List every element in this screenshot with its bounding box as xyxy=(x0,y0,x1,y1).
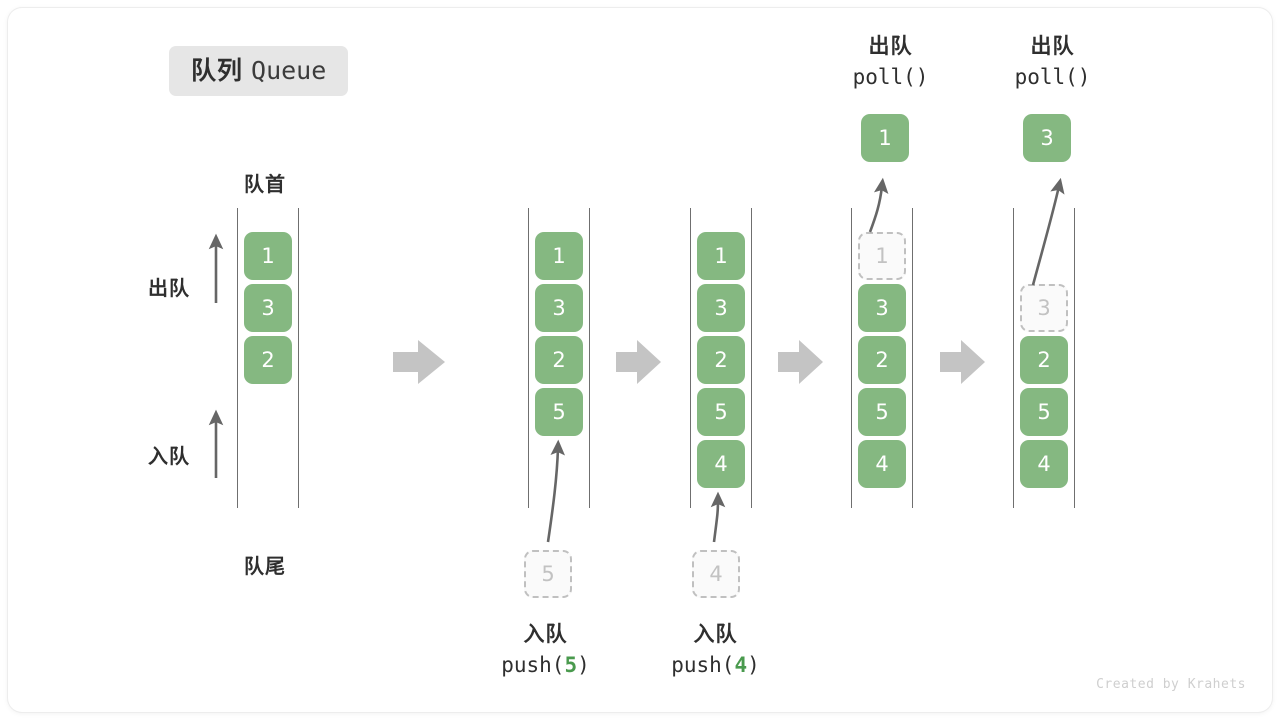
enqueue-direction-label: 入队 xyxy=(148,446,190,468)
removed-ghost-cell: 3 xyxy=(1020,284,1068,332)
poll-3-code-suffix: ) xyxy=(1077,65,1091,90)
push-4-flow-arrow xyxy=(710,491,726,543)
poll-3-flow-arrow xyxy=(1031,177,1065,286)
push-5-caption-code: push(5) xyxy=(438,650,653,680)
title-en: Queue xyxy=(251,56,327,85)
push-5-flow-arrow xyxy=(546,439,566,543)
step-separator-arrow-1 xyxy=(393,340,445,384)
poll-1-caption: 出队 poll() xyxy=(783,32,998,93)
queue-cell: 4 xyxy=(858,440,906,488)
push-4-code-suffix: ) xyxy=(747,653,760,678)
push-4-caption-code: push(4) xyxy=(608,650,823,680)
step-separator-arrow-3 xyxy=(778,340,823,384)
queue-cell: 2 xyxy=(244,336,292,384)
poll-1-flow-arrow xyxy=(868,177,889,233)
queue-rail-left-3 xyxy=(690,208,691,508)
push-4-code-prefix: push( xyxy=(671,653,735,678)
queue-cell: 4 xyxy=(1020,440,1068,488)
queue-rail-left-5 xyxy=(1013,208,1014,508)
poll-1-code-prefix: poll( xyxy=(852,65,916,90)
queue-rail-left-1 xyxy=(237,208,238,508)
dequeue-direction-label: 出队 xyxy=(148,278,190,300)
queue-rail-right-3 xyxy=(751,208,752,508)
removed-ghost-cell: 1 xyxy=(858,232,906,280)
queue-rail-right-2 xyxy=(589,208,590,508)
queue-head-label: 队首 xyxy=(244,174,286,196)
queue-cell: 2 xyxy=(858,336,906,384)
outgoing-cell: 1 xyxy=(861,114,909,162)
queue-rail-right-5 xyxy=(1074,208,1075,508)
step-separator-arrow-4 xyxy=(940,340,985,384)
queue-cell: 3 xyxy=(858,284,906,332)
queue-rail-left-4 xyxy=(851,208,852,508)
queue-rail-right-4 xyxy=(912,208,913,508)
queue-cell: 1 xyxy=(244,232,292,280)
queue-cell: 2 xyxy=(697,336,745,384)
queue-cell: 2 xyxy=(535,336,583,384)
push-5-code-arg: 5 xyxy=(564,653,578,678)
outgoing-cell: 3 xyxy=(1023,114,1071,162)
queue-cell: 5 xyxy=(535,388,583,436)
queue-cell: 1 xyxy=(535,232,583,280)
queue-cell: 1 xyxy=(697,232,745,280)
queue-rail-right-1 xyxy=(298,208,299,508)
poll-3-caption: 出队 poll() xyxy=(945,32,1160,93)
push-4-caption-cn: 入队 xyxy=(693,623,738,646)
queue-rail-left-2 xyxy=(528,208,529,508)
poll-3-caption-cn: 出队 xyxy=(1030,35,1075,58)
poll-3-code-prefix: poll( xyxy=(1014,65,1078,90)
push-5-code-suffix: ) xyxy=(577,653,590,678)
queue-tail-label: 队尾 xyxy=(244,556,286,578)
poll-1-code-suffix: ) xyxy=(915,65,929,90)
poll-1-caption-code: poll() xyxy=(783,62,998,92)
footer-credit: Created by Krahets xyxy=(1096,677,1246,692)
push-4-caption: 入队 push(4) xyxy=(608,620,823,681)
queue-cell: 5 xyxy=(858,388,906,436)
push-5-code-prefix: push( xyxy=(501,653,565,678)
title-cn: 队列 xyxy=(191,57,244,85)
push-4-code-arg: 4 xyxy=(734,653,748,678)
incoming-ghost-cell: 4 xyxy=(692,550,740,598)
incoming-ghost-cell: 5 xyxy=(524,550,572,598)
step-separator-arrow-2 xyxy=(616,340,661,384)
queue-cell: 3 xyxy=(697,284,745,332)
queue-cell: 3 xyxy=(535,284,583,332)
poll-3-caption-code: poll() xyxy=(945,62,1160,92)
queue-cell: 2 xyxy=(1020,336,1068,384)
queue-cell: 5 xyxy=(1020,388,1068,436)
push-5-caption-cn: 入队 xyxy=(523,623,568,646)
queue-cell: 3 xyxy=(244,284,292,332)
queue-cell: 4 xyxy=(697,440,745,488)
push-5-caption: 入队 push(5) xyxy=(438,620,653,681)
queue-cell: 5 xyxy=(697,388,745,436)
arrow-overlay xyxy=(208,177,1065,543)
poll-1-caption-cn: 出队 xyxy=(868,35,913,58)
